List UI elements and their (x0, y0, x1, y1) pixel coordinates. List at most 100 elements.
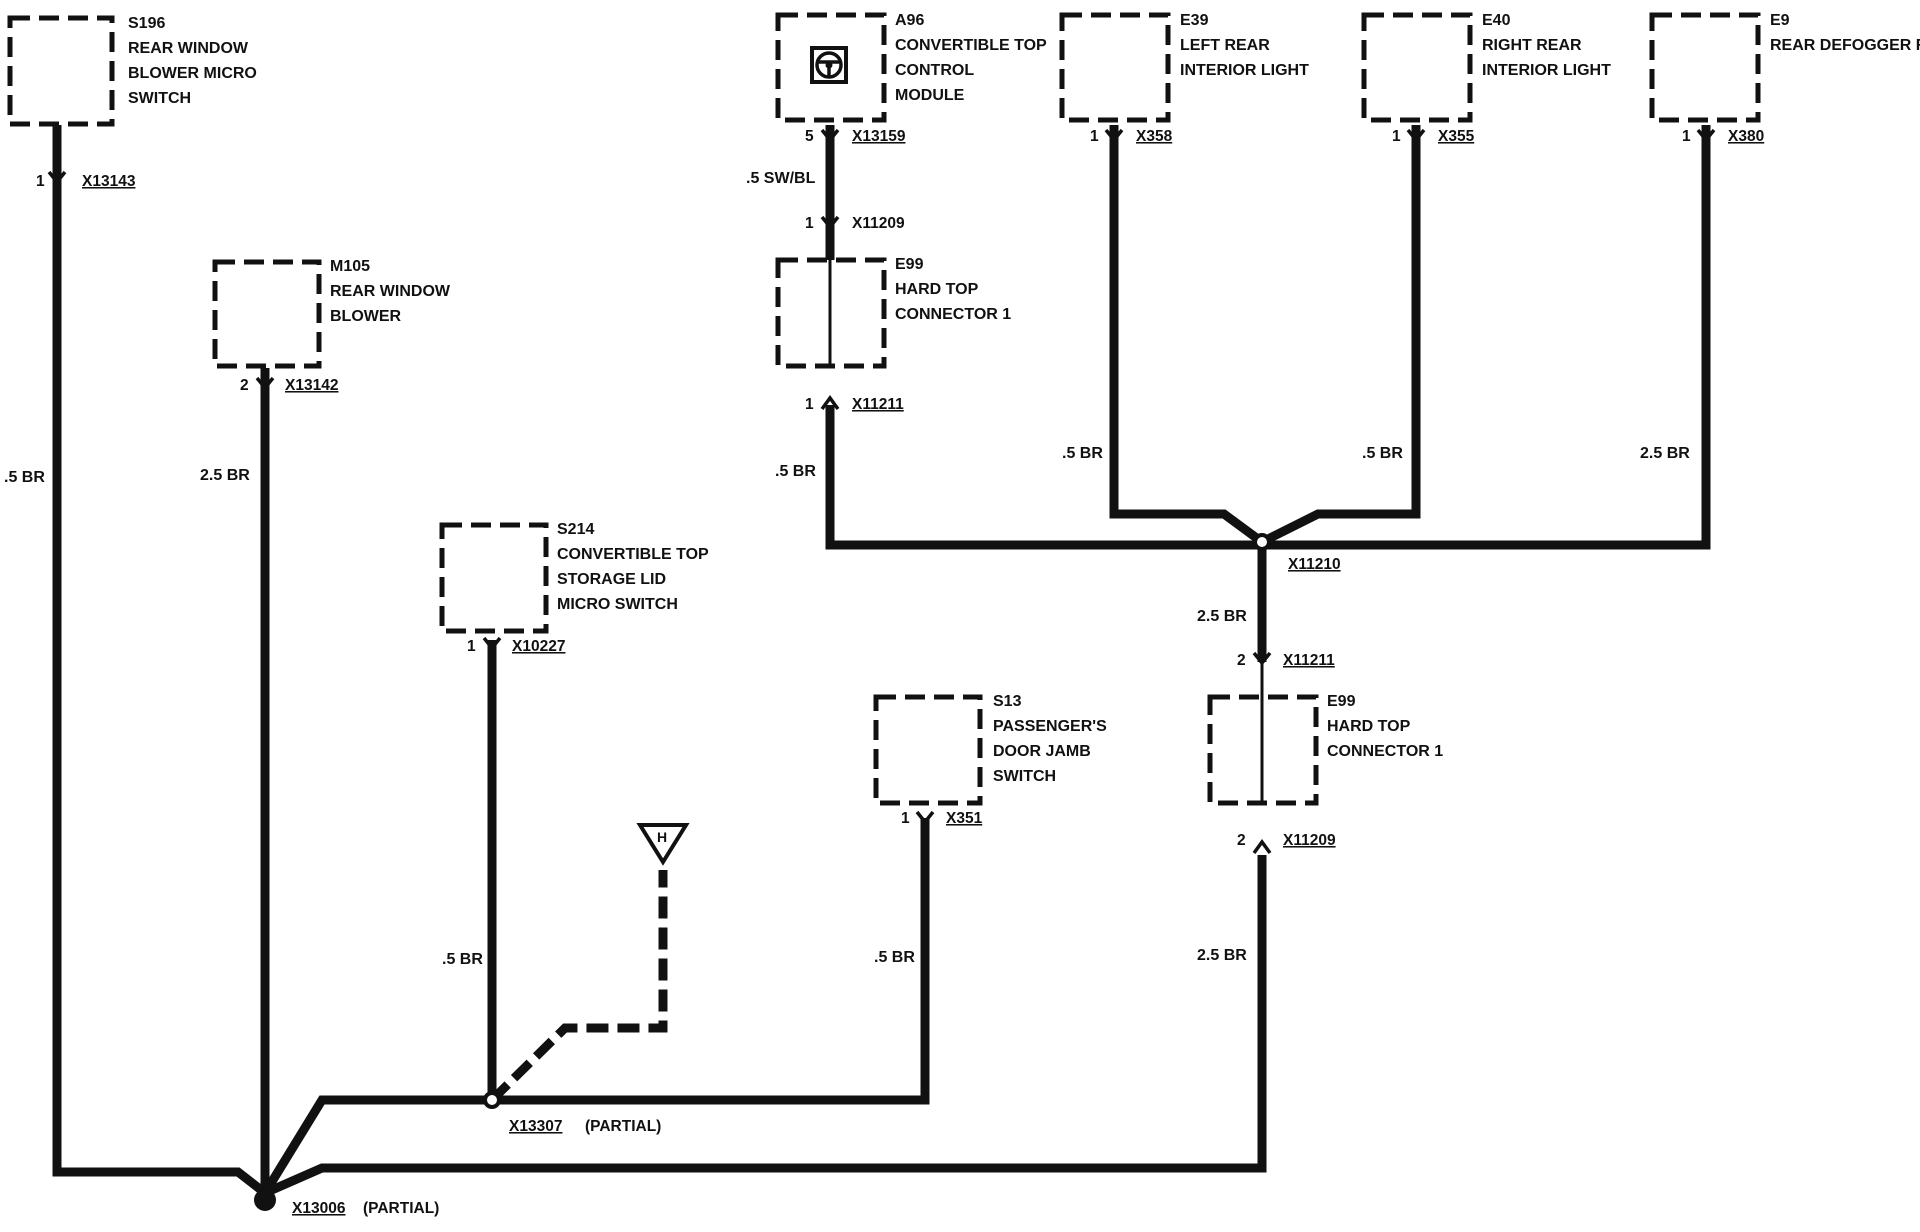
a96-code: A96 (895, 12, 924, 29)
e9-box[interactable] (1649, 12, 1761, 123)
s196-line1: REAR WINDOW (128, 40, 249, 57)
e99a-top-pin-number: 1 (805, 215, 814, 232)
e9-code: E9 (1770, 12, 1790, 29)
m105-line2: BLOWER (330, 308, 402, 325)
s196-connector-code: X13143 (82, 173, 136, 190)
wire-label-x11210-down: 2.5 BR (1197, 608, 1247, 625)
splice-x11210[interactable] (1253, 533, 1271, 551)
e99b-bot-connector-code: X11209 (1283, 832, 1336, 849)
m105-connector-code: X13142 (285, 377, 338, 394)
wire-label-a96: .5 SW/BL (746, 170, 816, 187)
connector-pins (47, 128, 1716, 855)
pin-s196 (47, 170, 67, 185)
control-module-icon (810, 46, 848, 84)
e99b-line2: CONNECTOR 1 (1327, 743, 1443, 760)
a96-box[interactable] (775, 12, 887, 123)
pin-s13 (915, 810, 935, 825)
s196-line2: BLOWER MICRO (128, 65, 257, 82)
e99b-top-pin-number: 2 (1237, 652, 1246, 669)
x13006-code: X13006 (292, 1200, 346, 1217)
a96-line3: MODULE (895, 87, 965, 104)
e99b-code: E99 (1327, 693, 1356, 710)
pin-e40 (1406, 128, 1426, 143)
e39-pin-number: 1 (1090, 128, 1099, 145)
pin-e99a-top (820, 215, 840, 230)
pin-e39 (1104, 128, 1124, 143)
pin-e9 (1696, 128, 1716, 143)
wire-e39 (1109, 125, 1265, 546)
pin-s214 (482, 636, 502, 651)
wire-label-s13: .5 BR (874, 949, 915, 966)
wire-label-e99a: .5 BR (775, 463, 816, 480)
s13-line1: PASSENGER'S (993, 718, 1107, 735)
e39-line1: LEFT REAR (1180, 37, 1270, 54)
pin-a96 (820, 128, 840, 143)
splice-labels: X11210 X13307 (PARTIAL) X13006 (PARTIAL) (292, 556, 1341, 1217)
s196-code: S196 (128, 15, 165, 32)
s196-line3: SWITCH (128, 90, 191, 107)
wire-x13006-to-e99b (263, 855, 1267, 1198)
m105-line1: REAR WINDOW (330, 283, 451, 300)
e99a-line2: CONNECTOR 1 (895, 306, 1011, 323)
e99b-top-connector-code: X11211 (1283, 652, 1335, 669)
splice-x13307[interactable] (483, 1091, 501, 1109)
pin-e99b-top (1252, 651, 1272, 666)
wire-labels: .5 BR 2.5 BR .5 SW/BL .5 BR .5 BR .5 BR … (4, 170, 1690, 968)
pin-e99a-bot (820, 395, 840, 411)
e40-pin-number: 1 (1392, 128, 1401, 145)
e39-code: E39 (1180, 12, 1209, 29)
e9-pin-number: 1 (1682, 128, 1691, 145)
wire-e40 (1259, 125, 1421, 547)
s214-box[interactable] (439, 522, 549, 634)
a96-connector-code: X13159 (852, 128, 906, 145)
wire-label-s214: .5 BR (442, 951, 483, 968)
e99b-bot-pin-number: 2 (1237, 832, 1246, 849)
m105-box[interactable] (212, 259, 322, 369)
x13006-note: (PARTIAL) (363, 1200, 439, 1217)
e99a-bot-connector-code: X11211 (852, 396, 904, 413)
wire-label-m105: 2.5 BR (200, 467, 250, 484)
s196-box[interactable] (7, 15, 115, 127)
s214-pin-number: 1 (467, 638, 476, 655)
e40-code: E40 (1482, 12, 1511, 29)
wire-label-e99b: 2.5 BR (1197, 947, 1247, 964)
splice-x13006[interactable] (254, 1189, 276, 1211)
s13-connector-code: X351 (946, 810, 983, 827)
e39-connector-code: X358 (1136, 128, 1173, 145)
s214-line3: MICRO SWITCH (557, 596, 678, 613)
splices (254, 533, 1271, 1211)
e39-box[interactable] (1059, 12, 1171, 123)
wires (52, 125, 1711, 1198)
s196-pin-number: 1 (36, 173, 45, 190)
e99b-box[interactable] (1207, 694, 1319, 806)
e99a-box[interactable] (775, 257, 887, 369)
e99a-code: E99 (895, 256, 924, 273)
s214-line2: STORAGE LID (557, 571, 666, 588)
wire-ground-dashed (488, 870, 668, 1104)
e40-box[interactable] (1361, 12, 1473, 123)
a96-line2: CONTROL (895, 62, 974, 79)
wire-x13006-to-x13307 (261, 818, 930, 1196)
x13307-code: X13307 (509, 1118, 562, 1135)
s13-pin-number: 1 (901, 810, 910, 827)
pin-m105 (255, 376, 275, 391)
wire-e9 (1262, 125, 1711, 550)
e99a-bot-pin-number: 1 (805, 396, 814, 413)
s214-line1: CONVERTIBLE TOP (557, 546, 709, 563)
component-boxes (7, 12, 1761, 806)
wire-label-e39: .5 BR (1062, 445, 1103, 462)
ground-symbol[interactable]: H (636, 823, 690, 866)
component-labels: S196 REAR WINDOW BLOWER MICRO SWITCH M10… (128, 12, 1920, 785)
e40-line2: INTERIOR LIGHT (1482, 62, 1611, 79)
s13-box[interactable] (873, 694, 983, 806)
e99a-line1: HARD TOP (895, 281, 979, 298)
wire-s196 (52, 125, 268, 1197)
m105-code: M105 (330, 258, 370, 275)
e40-line1: RIGHT REAR (1482, 37, 1582, 54)
e99b-line1: HARD TOP (1327, 718, 1411, 735)
a96-line1: CONVERTIBLE TOP (895, 37, 1047, 54)
e40-connector-code: X355 (1438, 128, 1475, 145)
a96-pin-number: 5 (805, 128, 814, 145)
e9-line1: REAR DEFOGGER RELAY (1770, 37, 1920, 54)
